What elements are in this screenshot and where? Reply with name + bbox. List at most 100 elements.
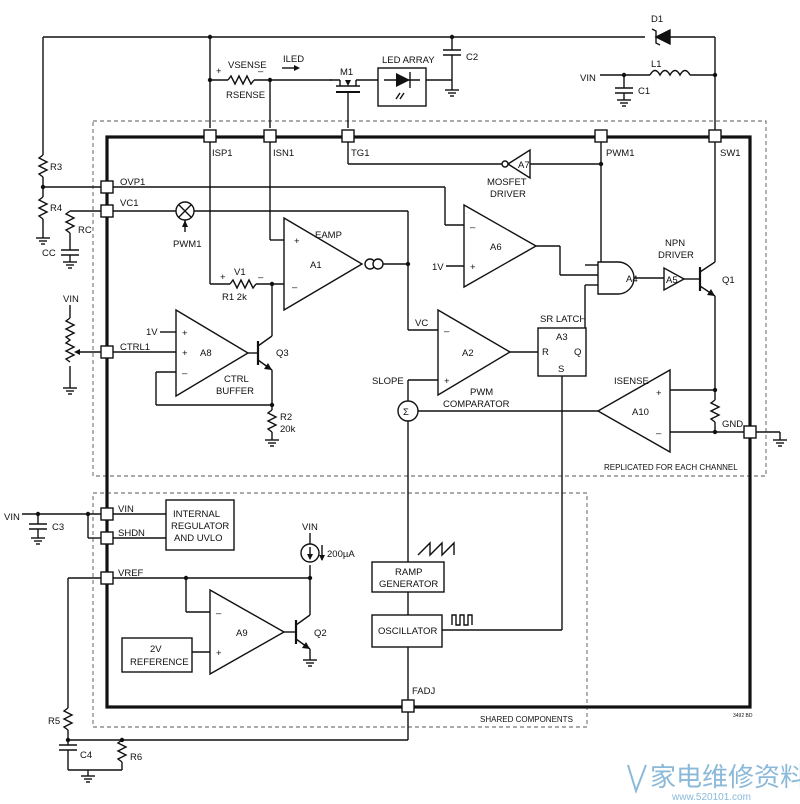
replicated-region bbox=[92, 120, 767, 477]
pin-vc1 bbox=[100, 204, 114, 218]
label-int-reg-1: INTERNAL bbox=[173, 509, 220, 520]
ramp-generator bbox=[371, 561, 445, 593]
svg-text:–: – bbox=[444, 326, 450, 337]
watermark: 家电维修资料网 www.520101.com bbox=[627, 763, 800, 803]
label-ctrl-buf-1: CTRL bbox=[224, 374, 249, 385]
label-ramp-1: RAMP bbox=[395, 567, 422, 578]
label-led-array: LED ARRAY bbox=[382, 55, 435, 66]
internal-regulator bbox=[165, 499, 235, 551]
label-fadj: FADJ bbox=[412, 686, 435, 697]
label-c1: C1 bbox=[638, 86, 650, 97]
label-q2: Q2 bbox=[314, 628, 327, 639]
label-a8: A8 bbox=[200, 348, 212, 359]
svg-text:–: – bbox=[292, 282, 298, 293]
watermark-url: www.520101.com bbox=[671, 792, 751, 803]
label-isn1: ISN1 bbox=[273, 148, 294, 159]
pin-ovp1 bbox=[100, 180, 114, 194]
label-r2-val: 20k bbox=[280, 424, 296, 435]
label-reference: REFERENCE bbox=[130, 657, 189, 668]
svg-text:Σ: Σ bbox=[403, 407, 409, 418]
a4-and bbox=[597, 261, 635, 295]
label-s: S bbox=[558, 364, 564, 375]
label-1v-a8: 1V bbox=[146, 327, 158, 338]
svg-text:+: + bbox=[470, 262, 476, 273]
svg-text:+: + bbox=[220, 272, 226, 283]
led-array bbox=[377, 67, 452, 107]
label-pwm-comp-1: PWM bbox=[470, 387, 493, 398]
a3-sr-latch bbox=[537, 327, 587, 377]
label-iled: ILED bbox=[283, 54, 304, 65]
label-sw1: SW1 bbox=[720, 148, 741, 159]
label-slope: SLOPE bbox=[372, 376, 404, 387]
label-pwm1: PWM1 bbox=[606, 148, 635, 159]
label-eamp: EAMP bbox=[315, 230, 342, 241]
label-oscillator: OSCILLATOR bbox=[378, 626, 437, 637]
label-int-reg-2: REGULATOR bbox=[171, 521, 229, 532]
label-pwm-comp-2: COMPARATOR bbox=[443, 399, 510, 410]
pin-sw1 bbox=[708, 129, 722, 143]
label-vin-left: VIN bbox=[4, 512, 20, 523]
svg-text:+: + bbox=[216, 648, 222, 659]
shared-region bbox=[92, 492, 588, 728]
pin-shdn bbox=[100, 531, 114, 545]
label-code: 3492 BD bbox=[733, 713, 753, 719]
label-1v-a6: 1V bbox=[432, 262, 444, 273]
2v-reference bbox=[121, 637, 193, 673]
a8-ctrl-buffer bbox=[175, 308, 250, 398]
label-a10: A10 bbox=[632, 407, 649, 418]
pin-gnd bbox=[743, 425, 757, 439]
label-r: R bbox=[542, 347, 549, 358]
svg-text:+: + bbox=[182, 348, 188, 359]
svg-text:–: – bbox=[182, 368, 188, 379]
label-ctrl1: CTRL1 bbox=[120, 342, 150, 353]
pin-vin bbox=[100, 507, 114, 521]
label-a2: A2 bbox=[462, 348, 474, 359]
label-cc: CC bbox=[42, 248, 56, 259]
d1-diode bbox=[651, 28, 671, 46]
pin-vref bbox=[100, 571, 114, 585]
watermark-main: 家电维修资料网 bbox=[650, 763, 800, 793]
svg-text:–: – bbox=[470, 222, 476, 233]
label-vref: VREF bbox=[118, 568, 144, 579]
pin-isp1 bbox=[203, 129, 217, 143]
label-c3: C3 bbox=[52, 522, 64, 533]
label-a4: A4 bbox=[626, 274, 638, 285]
svg-text:–: – bbox=[258, 66, 264, 77]
svg-text:–: – bbox=[656, 428, 662, 439]
label-200ua: 200µA bbox=[327, 549, 355, 560]
label-vin-top: VIN bbox=[580, 73, 596, 84]
label-rc: RC bbox=[78, 225, 92, 236]
label-q3: Q3 bbox=[276, 348, 289, 359]
svg-text:+: + bbox=[294, 236, 300, 247]
svg-text:–: – bbox=[258, 272, 264, 283]
label-ovp1: OVP1 bbox=[120, 177, 145, 188]
label-rsense: RSENSE bbox=[226, 90, 265, 101]
svg-text:–: – bbox=[216, 608, 222, 619]
label-shdn: SHDN bbox=[118, 528, 145, 539]
a9 bbox=[209, 588, 286, 676]
label-a9: A9 bbox=[236, 628, 248, 639]
label-npn-2: DRIVER bbox=[658, 250, 694, 261]
pin-fadj bbox=[401, 699, 415, 713]
label-vin-bias: VIN bbox=[302, 522, 318, 533]
label-tg1: TG1 bbox=[351, 148, 369, 159]
a5-npn-driver bbox=[663, 266, 686, 292]
label-int-reg-3: AND UVLO bbox=[174, 533, 223, 544]
label-a1: A1 bbox=[310, 260, 322, 271]
a2-pwm-comparator bbox=[437, 308, 512, 397]
label-2v: 2V bbox=[150, 644, 162, 655]
label-a5: A5 bbox=[666, 275, 678, 286]
svg-text:+: + bbox=[656, 388, 662, 399]
m1-mosfet bbox=[330, 79, 378, 128]
label-npn-1: NPN bbox=[665, 238, 685, 249]
ic-boundary bbox=[105, 135, 752, 709]
pin-isn1 bbox=[263, 129, 277, 143]
pin-ctrl1 bbox=[100, 345, 114, 359]
label-a3: A3 bbox=[556, 332, 568, 343]
svg-text:+: + bbox=[444, 376, 450, 387]
label-pwm1-mod: PWM1 bbox=[173, 239, 202, 250]
label-pin-vin: VIN bbox=[118, 504, 134, 515]
label-isp1: ISP1 bbox=[212, 148, 233, 159]
label-r4: R4 bbox=[50, 203, 62, 214]
